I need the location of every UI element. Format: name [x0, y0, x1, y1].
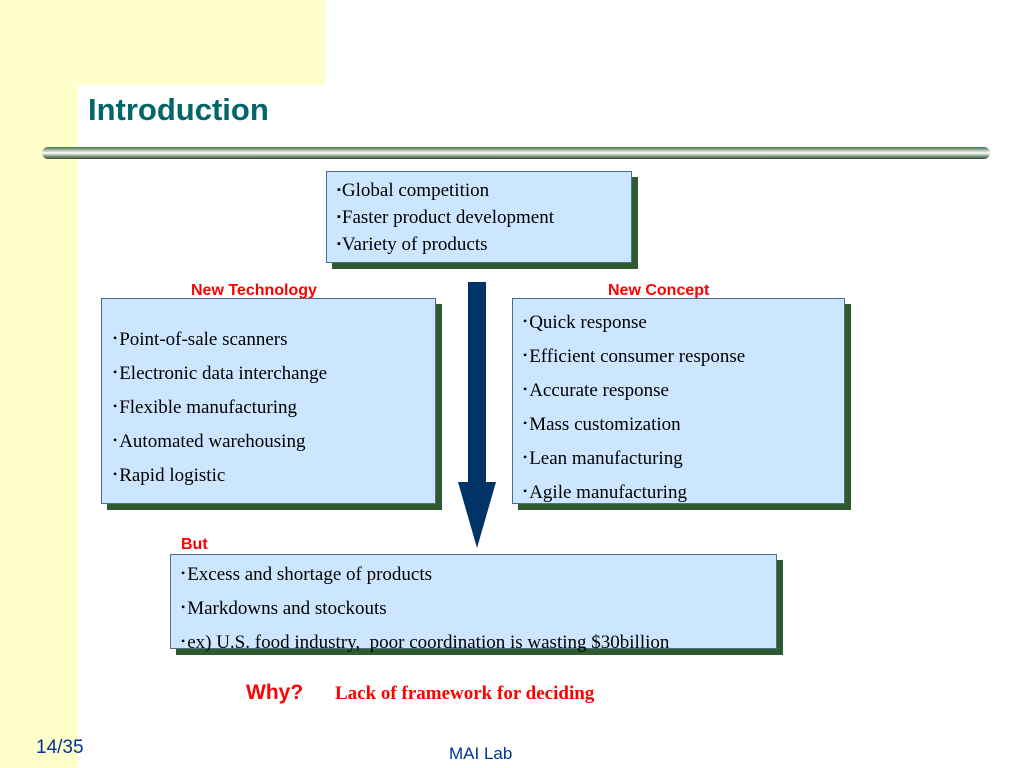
title-divider	[42, 147, 990, 159]
drivers-item: ▪Faster product development	[337, 207, 555, 228]
problems-box: •Excess and shortage of products •Markdo…	[170, 554, 777, 653]
why-label: Why?	[246, 681, 304, 704]
list-item: •Markdowns and stockouts	[181, 598, 387, 619]
bullet-icon: •	[523, 348, 528, 362]
bullet-icon: •	[181, 634, 186, 648]
background-side-strip	[0, 0, 68, 768]
list-item: •ex) U.S. food industry, poor coordinati…	[181, 632, 670, 653]
bullet-icon: •	[523, 450, 528, 464]
list-item: •Automated warehousing	[113, 431, 306, 452]
list-item: •Efficient consumer response	[523, 346, 746, 367]
bullet-icon: •	[523, 382, 528, 396]
down-arrow-icon	[458, 282, 496, 548]
list-item: •Agile manufacturing	[523, 482, 687, 503]
but-label: But	[181, 536, 208, 553]
list-item: •Quick response	[523, 312, 647, 333]
drivers-item: ▪Global competition	[337, 180, 490, 201]
bullet-icon: •	[523, 314, 528, 328]
list-item: •Accurate response	[523, 380, 669, 401]
new-concept-box: •Quick response •Efficient consumer resp…	[512, 298, 845, 504]
list-item: •Flexible manufacturing	[113, 397, 298, 418]
list-item: •Point-of-sale scanners	[113, 329, 288, 350]
bullet-icon: •	[113, 399, 118, 413]
background-side-strip-inner	[68, 85, 78, 768]
footer-text: MAI Lab	[449, 744, 513, 763]
bullet-icon: •	[113, 331, 118, 345]
list-item: •Mass customization	[523, 414, 681, 435]
new-concept-label: New Concept	[608, 282, 710, 299]
bullet-icon: •	[113, 433, 118, 447]
square-bullet-icon: ▪	[337, 184, 341, 196]
new-technology-box: •Point-of-sale scanners •Electronic data…	[101, 298, 436, 504]
drivers-item: ▪Variety of products	[337, 234, 488, 255]
bullet-icon: •	[113, 365, 118, 379]
new-technology-label: New Technology	[191, 282, 317, 299]
list-item: •Excess and shortage of products	[181, 564, 433, 585]
list-item: •Electronic data interchange	[113, 363, 328, 384]
bullet-icon: •	[523, 416, 528, 430]
square-bullet-icon: ▪	[337, 238, 341, 250]
list-item: •Rapid logistic	[113, 465, 226, 486]
drivers-box: ▪Global competition ▪Faster product deve…	[326, 171, 632, 263]
list-item: •Lean manufacturing	[523, 448, 683, 469]
bullet-icon: •	[523, 484, 528, 498]
page-number: 14/35	[36, 737, 84, 758]
why-answer: Lack of framework for deciding	[335, 683, 595, 704]
bullet-icon: •	[181, 566, 186, 580]
square-bullet-icon: ▪	[337, 211, 341, 223]
bullet-icon: •	[113, 467, 118, 481]
bullet-icon: •	[181, 600, 186, 614]
slide-title: Introduction	[88, 92, 269, 127]
